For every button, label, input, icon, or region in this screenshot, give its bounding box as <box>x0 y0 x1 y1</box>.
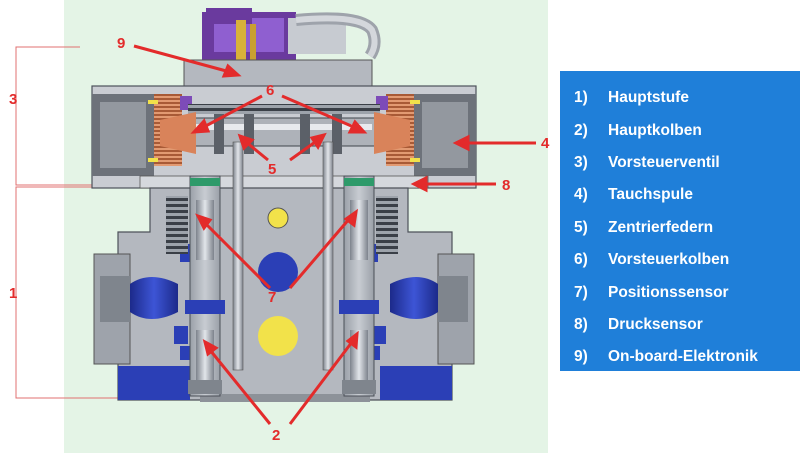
legend-label: Drucksensor <box>608 315 703 333</box>
legend-number: 3) <box>574 153 588 171</box>
legend-label: Vorsteuerkolben <box>608 251 730 269</box>
legend-number: 4) <box>574 186 588 204</box>
callout-3: 3 <box>9 91 18 108</box>
main-spool-left <box>166 175 225 397</box>
legend-item: 9) On-board-Elektronik <box>574 341 800 373</box>
callout-arrows <box>133 44 536 425</box>
legend-number: 8) <box>574 315 588 333</box>
legend-item: 6) Vorsteuerkolben <box>574 244 800 276</box>
callout-5: 5 <box>268 161 277 178</box>
legend-label: Hauptkolben <box>608 121 702 139</box>
legend-item: 1) Hauptstufe <box>574 82 800 114</box>
legend-label: On-board-Elektronik <box>608 348 758 366</box>
legend-label: Positionssensor <box>608 283 729 301</box>
legend-label: Zentrierfedern <box>608 218 714 236</box>
callout-1: 1 <box>9 285 18 302</box>
legend-panel: 1) Hauptstufe 2) Hauptkolben 3) Vorsteuerve… <box>560 71 800 371</box>
legend-number: 5) <box>574 218 588 236</box>
legend-number: 7) <box>574 283 588 301</box>
callout-4: 4 <box>541 135 550 152</box>
onboard-electronics-housing <box>202 8 381 60</box>
callout-9: 9 <box>117 35 126 52</box>
legend-item: 3) Vorsteuerventil <box>574 147 800 179</box>
main-spool-right <box>339 175 398 397</box>
legend-number: 6) <box>574 251 588 269</box>
callout-7: 7 <box>268 289 277 306</box>
legend-item: 8) Drucksensor <box>574 309 800 341</box>
callout-6: 6 <box>266 82 275 99</box>
callout-2: 2 <box>272 427 281 444</box>
bracket-lines <box>15 46 130 399</box>
legend-number: 1) <box>574 89 588 107</box>
legend-item: 4) Tauchspule <box>574 179 800 211</box>
callout-8: 8 <box>502 177 511 194</box>
legend-number: 2) <box>574 121 588 139</box>
legend-item: 7) Positionssensor <box>574 276 800 308</box>
legend-label: Vorsteuerventil <box>608 153 720 171</box>
legend-item: 5) Zentrierfedern <box>574 212 800 244</box>
legend-label: Tauchspule <box>608 186 693 204</box>
legend-label: Hauptstufe <box>608 89 689 107</box>
legend-number: 9) <box>574 348 588 366</box>
legend-item: 2) Hauptkolben <box>574 114 800 146</box>
